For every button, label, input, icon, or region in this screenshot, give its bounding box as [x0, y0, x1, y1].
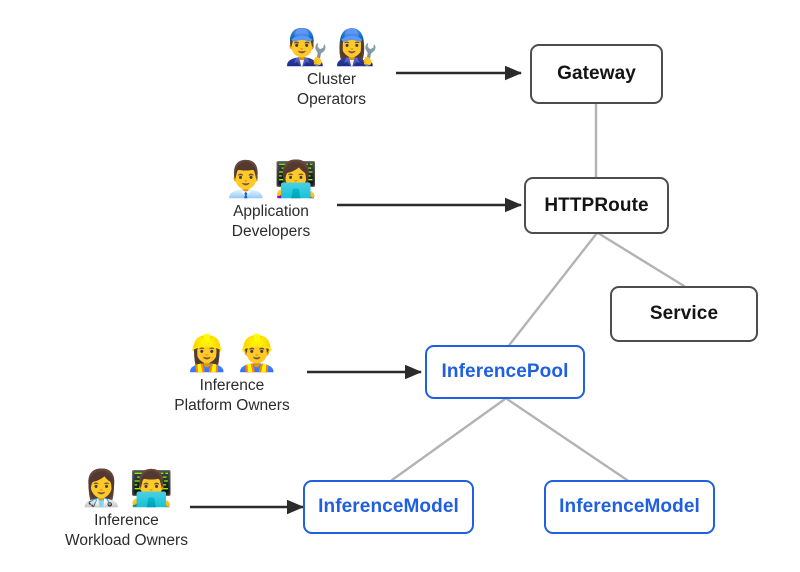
persona-inference-platform-owners-line2: Platform Owners: [174, 397, 290, 414]
persona-inference-workload-owners-line2: Workload Owners: [65, 532, 188, 549]
node-inferencemodel-right[interactable]: InferenceModel: [544, 480, 715, 534]
node-gateway-label: Gateway: [557, 63, 636, 84]
persona-cluster-operators-line1: Cluster: [306, 71, 357, 88]
persona-application-developers-label: Application Developers: [232, 202, 310, 242]
man-office-worker-emoji: 👨‍💼: [224, 160, 268, 200]
persona-cluster-operators-line2: Operators: [297, 91, 366, 108]
persona-application-developers: 👨‍💼 👩‍💻 Application Developers: [205, 160, 337, 242]
node-httproute[interactable]: HTTPRoute: [524, 177, 669, 234]
persona-inference-platform-owners-line1: Inference: [199, 377, 265, 394]
edge-inferencepool-inferencemodel-right: [505, 397, 629, 482]
woman-mechanic-emoji: 👩‍🔧: [334, 28, 379, 68]
woman-technologist-emoji: 👩‍💻: [274, 160, 318, 200]
persona-inference-platform-owners: 👷‍♀️ 👷‍♂️ Inference Platform Owners: [157, 334, 307, 416]
node-service-label: Service: [649, 303, 719, 324]
persona-application-developers-line2: Developers: [231, 223, 311, 240]
persona-cluster-operators: 👨‍🔧 👩‍🔧 Cluster Operators: [266, 28, 397, 110]
woman-health-worker-emoji: 👩‍⚕️: [79, 469, 124, 509]
node-inferencepool-label: InferencePool: [441, 361, 569, 382]
edge-inferencepool-inferencemodel-left: [390, 397, 507, 482]
man-construction-worker-emoji: 👷‍♂️: [235, 334, 279, 374]
persona-cluster-operators-emojis: 👨‍🔧 👩‍🔧: [285, 28, 378, 68]
edge-httproute-inferencepool: [505, 231, 599, 350]
persona-inference-workload-owners-line1: Inference: [94, 512, 159, 529]
node-service[interactable]: Service: [610, 286, 758, 342]
node-inferencemodel-left-label: InferenceModel: [318, 496, 459, 517]
persona-inference-platform-owners-emojis: 👷‍♀️ 👷‍♂️: [185, 334, 278, 374]
man-mechanic-emoji: 👨‍🔧: [284, 28, 329, 68]
node-httproute-label: HTTPRoute: [544, 194, 649, 216]
man-technologist-emoji: 👨‍💻: [129, 469, 174, 509]
node-inferencepool[interactable]: InferencePool: [425, 345, 585, 399]
node-gateway[interactable]: Gateway: [530, 44, 663, 104]
persona-application-developers-line1: Application: [233, 203, 309, 220]
persona-inference-workload-owners: 👩‍⚕️ 👨‍💻 Inference Workload Owners: [49, 469, 204, 551]
woman-construction-worker-emoji: 👷‍♀️: [185, 334, 229, 374]
node-inferencemodel-right-label: InferenceModel: [559, 496, 700, 517]
persona-application-developers-emojis: 👨‍💼 👩‍💻: [224, 160, 317, 200]
persona-cluster-operators-label: Cluster Operators: [297, 70, 366, 110]
node-inferencemodel-left[interactable]: InferenceModel: [303, 480, 474, 534]
edge-httproute-service: [596, 231, 686, 288]
persona-inference-workload-owners-label: Inference Workload Owners: [65, 511, 188, 551]
persona-inference-workload-owners-emojis: 👩‍⚕️ 👨‍💻: [80, 469, 173, 509]
persona-inference-platform-owners-label: Inference Platform Owners: [174, 376, 289, 416]
